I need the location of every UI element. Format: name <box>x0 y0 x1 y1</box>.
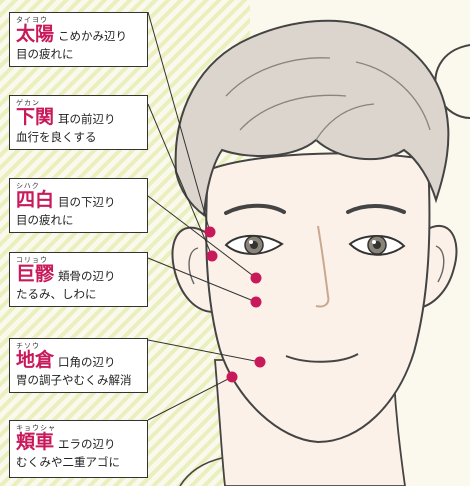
point-name: 下関 <box>16 106 55 128</box>
point-name: 太陽 <box>16 23 55 45</box>
hair <box>174 19 450 217</box>
right-eyebrow <box>346 204 406 214</box>
mouth <box>285 353 359 363</box>
point-name: 地倉 <box>16 349 55 371</box>
point-name: 巨髎 <box>16 263 55 285</box>
ruby-reading: ゲカン <box>16 99 40 107</box>
label-gekan: ゲカン 下関 耳の前辺り 血行を良くする <box>9 95 148 150</box>
acupoint-dot-icon <box>254 356 266 368</box>
ruby-reading: キョウシャ <box>16 424 56 432</box>
leader-lines <box>147 11 261 421</box>
nose <box>315 225 330 308</box>
point-effect: たるみ、しわに <box>16 287 97 301</box>
point-effect: 胃の調子やむくみ解消 <box>16 373 132 387</box>
label-taiyou: タイヨウ 太陽 こめかみ辺り 目の疲れに <box>9 12 148 67</box>
label-koryou: コリョウ 巨髎 頬骨の辺り たるみ、しわに <box>9 252 148 307</box>
acupoint-dot-icon <box>206 250 218 262</box>
ruby-reading: チソウ <box>16 342 40 350</box>
point-name: 頬車 <box>16 431 55 453</box>
point-area: 頬骨の辺り <box>58 269 116 283</box>
label-chisou: チソウ 地倉 口角の辺り 胃の調子やむくみ解消 <box>9 338 148 393</box>
ruby-reading: タイヨウ <box>16 16 48 24</box>
ruby-reading: シハク <box>16 182 40 190</box>
left-ear <box>171 226 215 313</box>
point-area: エラの辺り <box>58 437 116 451</box>
point-effect: 目の疲れに <box>16 47 74 61</box>
left-eyebrow <box>224 203 286 215</box>
acupoint-dot-icon <box>250 296 262 308</box>
point-area: 口角の辺り <box>58 355 116 369</box>
point-area: こめかみ辺り <box>58 29 128 43</box>
point-effect: 血行を良くする <box>16 130 97 144</box>
point-effect: 目の疲れに <box>16 213 74 227</box>
point-effect: むくみや二重アゴに <box>16 455 120 469</box>
point-area: 目の下辺り <box>58 195 116 209</box>
label-shihaku: シハク 四白 目の下辺り 目の疲れに <box>9 178 148 233</box>
point-area: 耳の前辺り <box>58 112 116 126</box>
acupoint-dot-icon <box>204 226 216 238</box>
acupoint-dot-icon <box>250 272 262 284</box>
point-name: 四白 <box>16 189 55 211</box>
acupoint-dot-icon <box>226 371 238 383</box>
ruby-reading: コリョウ <box>16 256 48 264</box>
label-kyousha: キョウシャ 頬車 エラの辺り むくみや二重アゴに <box>9 420 148 478</box>
